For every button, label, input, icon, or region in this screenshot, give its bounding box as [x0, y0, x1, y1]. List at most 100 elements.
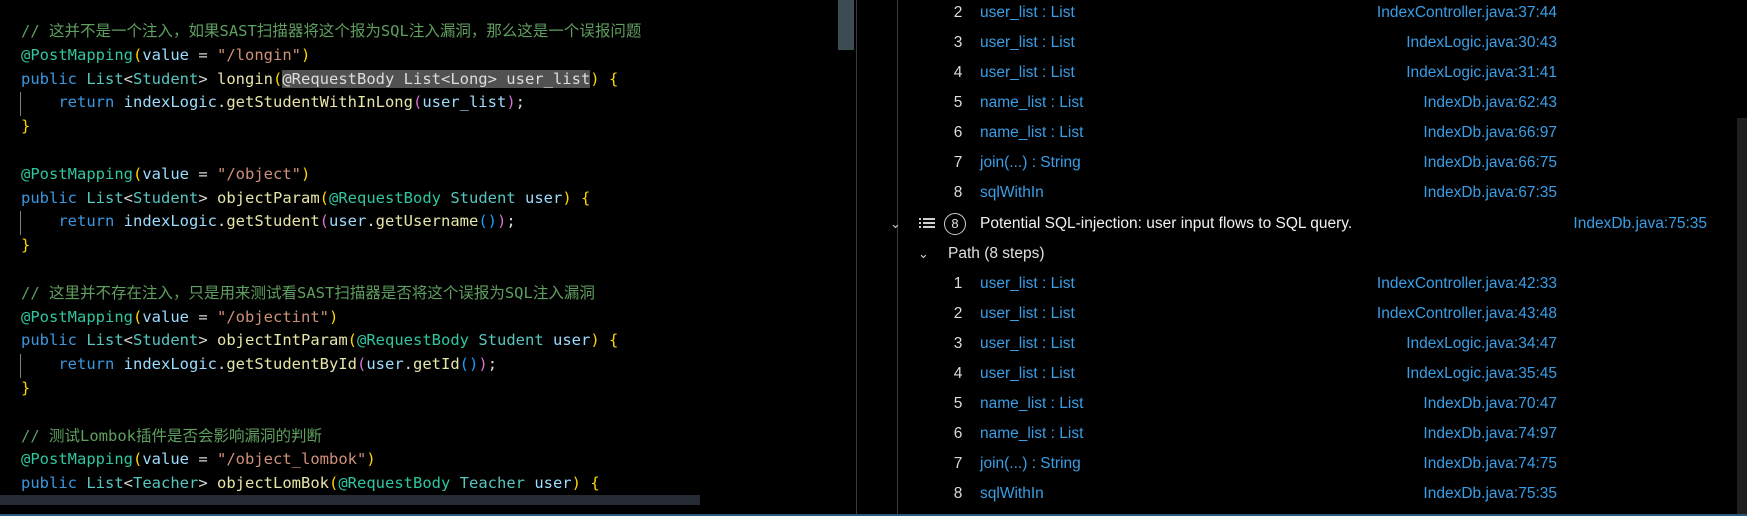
step-location-link[interactable]: IndexDb.java:74:75	[1423, 455, 1557, 472]
code-line[interactable]: return indexLogic.getStudentWithInLong(u…	[21, 91, 641, 115]
code-token: public	[21, 188, 87, 207]
step-label-link[interactable]: name_list : List	[980, 395, 1084, 412]
alert-row[interactable]: ⌄ 8 Potential SQL-injection: user input …	[857, 212, 1747, 236]
code-token: .	[216, 93, 227, 112]
code-token: getUsername	[375, 212, 479, 231]
step-label-link[interactable]: sqlWithIn	[980, 184, 1044, 201]
code-token	[600, 331, 609, 349]
pane-divider[interactable]	[856, 0, 857, 516]
step-location-link[interactable]: IndexDb.java:66:97	[1423, 124, 1557, 141]
step-number: 1	[953, 275, 963, 292]
alert-message: Potential SQL-injection: user input flow…	[980, 215, 1353, 232]
step-location-link[interactable]: IndexController.java:43:48	[1376, 305, 1557, 322]
code-token: (	[132, 450, 143, 469]
code-line[interactable]: @PostMapping(value = "/objectint")	[21, 306, 641, 330]
code-token: >	[198, 188, 217, 207]
code-token: user	[534, 474, 572, 493]
code-line[interactable]: }	[21, 115, 641, 139]
step-location-link[interactable]: IndexDb.java:75:35	[1423, 485, 1557, 502]
code-line[interactable]: public List<Student> objectIntParam(@Req…	[21, 329, 641, 353]
results-scrollbar[interactable]	[1737, 118, 1747, 516]
code-token: =	[189, 307, 217, 326]
step-label-link[interactable]: sqlWithIn	[980, 485, 1044, 502]
step-label-link[interactable]: join(...) : String	[980, 455, 1081, 472]
step-location-link[interactable]: IndexDb.java:70:47	[1423, 395, 1557, 412]
step-number: 2	[953, 4, 963, 21]
step-location-link[interactable]: IndexLogic.java:30:43	[1406, 34, 1557, 51]
code-token: {	[608, 69, 619, 88]
step-location-link[interactable]: IndexLogic.java:34:47	[1406, 335, 1557, 352]
code-line[interactable]: @PostMapping(value = "/longin")	[21, 44, 641, 68]
code-line[interactable]: public List<Teacher> objectLomBok(@Reque…	[21, 472, 641, 496]
path-row[interactable]: ⌄ Path (8 steps)	[857, 242, 1747, 266]
code-line[interactable]	[21, 139, 641, 163]
chevron-down-icon[interactable]: ⌄	[918, 246, 929, 261]
editor-scrollbar[interactable]	[838, 0, 854, 50]
step-label-link[interactable]: user_list : List	[980, 34, 1075, 51]
code-token: objectLomBok	[217, 474, 329, 493]
step-label-link[interactable]: user_list : List	[980, 4, 1075, 21]
code-lines[interactable]: // 这并不是一个注入，如果SAST扫描器将这个报为SQL注入漏洞，那么这是一个…	[21, 20, 641, 496]
step-location-link[interactable]: IndexLogic.java:35:45	[1406, 365, 1557, 382]
path-step-row[interactable]: 1 user_list : List IndexController.java:42…	[857, 272, 1747, 296]
step-label-link[interactable]: name_list : List	[980, 425, 1084, 442]
step-label-link[interactable]: user_list : List	[980, 305, 1075, 322]
code-token: )	[366, 450, 376, 469]
code-line[interactable]: public List<Student> objectParam(@Reques…	[21, 187, 641, 211]
code-token: (	[319, 188, 329, 207]
code-token: user	[524, 188, 563, 207]
code-editor[interactable]: // 这并不是一个注入，如果SAST扫描器将这个报为SQL注入漏洞，那么这是一个…	[0, 0, 856, 516]
step-label-link[interactable]: user_list : List	[980, 275, 1075, 292]
step-label-link[interactable]: user_list : List	[980, 365, 1075, 382]
editor-horizontal-scrollbar[interactable]	[0, 495, 700, 505]
step-location-link[interactable]: IndexController.java:42:33	[1376, 275, 1557, 292]
path-step-row[interactable]: 7 join(...) : String IndexDb.java:74:75	[857, 452, 1747, 476]
step-label-link[interactable]: user_list : List	[980, 335, 1075, 352]
code-token: getStudentById	[226, 355, 357, 374]
code-line[interactable]: return indexLogic.getStudent(user.getUse…	[21, 210, 641, 234]
code-line[interactable]: }	[21, 377, 641, 401]
step-location-link[interactable]: IndexDb.java:74:97	[1423, 425, 1557, 442]
step-label-link[interactable]: join(...) : String	[980, 154, 1081, 171]
step-number: 7	[953, 455, 963, 472]
step-location-link[interactable]: IndexDb.java:62:43	[1423, 94, 1557, 111]
step-label-link[interactable]: name_list : List	[980, 124, 1084, 141]
code-line[interactable]: // 这里并不存在注入，只是用来测试看SAST扫描器是否将这个误报为SQL注入漏…	[21, 282, 641, 306]
step-location-link[interactable]: IndexController.java:37:44	[1376, 4, 1557, 21]
highlighted-token: @RequestBody List<Long> user_list	[282, 69, 591, 88]
code-line[interactable]: public List<Student> longin(@RequestBody…	[21, 68, 641, 92]
code-token: user	[552, 331, 591, 350]
code-line[interactable]: @PostMapping(value = "/object")	[21, 163, 641, 187]
code-line[interactable]	[21, 401, 641, 425]
step-location-link[interactable]: IndexDb.java:66:75	[1423, 154, 1557, 171]
step-number: 6	[953, 124, 963, 141]
path-step-row[interactable]: 2 user_list : List IndexController.java:37…	[857, 1, 1747, 25]
code-line[interactable]: // 这并不是一个注入，如果SAST扫描器将这个报为SQL注入漏洞，那么这是一个…	[21, 20, 641, 44]
code-line[interactable]: }	[21, 234, 641, 258]
step-label-link[interactable]: name_list : List	[980, 94, 1084, 111]
code-line[interactable]	[21, 258, 641, 282]
code-line[interactable]: return indexLogic.getStudentById(user.ge…	[21, 353, 641, 377]
code-line[interactable]: // 测试Lombok插件是否会影响漏洞的判断	[21, 425, 641, 449]
code-line[interactable]: @PostMapping(value = "/object_lombok")	[21, 448, 641, 472]
alert-location-link[interactable]: IndexDb.java:75:35	[1573, 215, 1707, 232]
code-token: .	[216, 212, 227, 231]
code-token: objectIntParam	[217, 331, 348, 350]
step-label-link[interactable]: user_list : List	[980, 64, 1075, 81]
chevron-down-icon[interactable]: ⌄	[890, 216, 901, 231]
step-location-link[interactable]: IndexDb.java:67:35	[1423, 184, 1557, 201]
path-step-row[interactable]: 6 name_list : List IndexDb.java:66:97	[857, 121, 1747, 145]
path-label: Path (8 steps)	[948, 245, 1045, 262]
step-location-link[interactable]: IndexLogic.java:31:41	[1406, 64, 1557, 81]
